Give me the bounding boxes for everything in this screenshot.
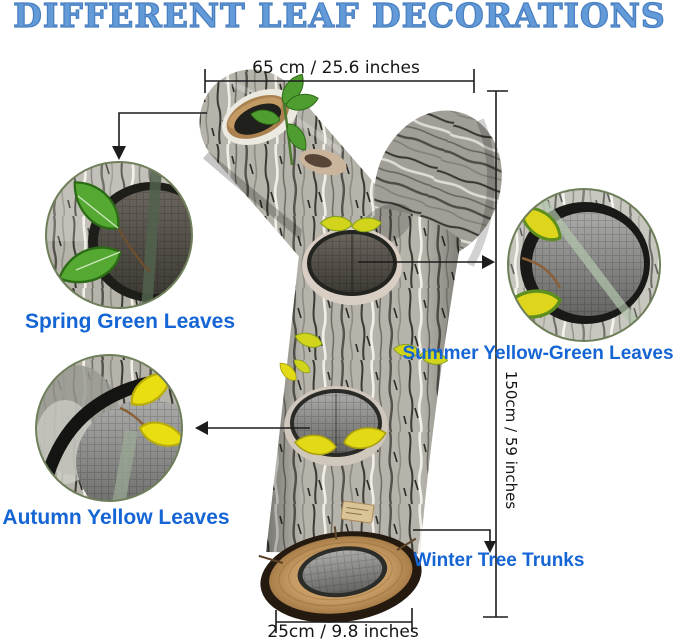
tree-trunk-tunnel xyxy=(199,69,502,623)
trunk-knot xyxy=(299,148,347,176)
trunk-bottom-opening xyxy=(258,526,422,623)
autumn-callout-circle xyxy=(35,354,183,502)
height-dimension-label: 150cm / 59 inches xyxy=(502,370,520,510)
winter-arrow xyxy=(413,529,496,553)
autumn-leaves-label: Autumn Yellow Leaves xyxy=(2,506,230,529)
summer-callout-circle xyxy=(507,188,661,342)
trunk-hole-middle xyxy=(302,227,402,305)
spring-arrow xyxy=(112,112,207,160)
summer-arrow xyxy=(358,255,495,269)
width-dimension-line xyxy=(204,69,475,93)
summer-leaves-label: Summer Yellow-Green Leaves xyxy=(402,343,674,364)
spring-leaves-icon xyxy=(248,69,321,166)
trunk-hole-lower xyxy=(284,386,388,466)
brand-tag xyxy=(340,500,375,524)
width-dimension-label: 65 cm / 25.6 inches xyxy=(252,58,420,78)
spring-callout-circle xyxy=(45,161,193,309)
diameter-dimension-label: 25cm / 9.8 inches xyxy=(267,622,419,642)
spring-leaves-label: Spring Green Leaves xyxy=(24,310,236,333)
spring-circle-leaves-icon xyxy=(52,170,129,292)
autumn-arrow xyxy=(195,421,310,435)
height-dimension-line xyxy=(483,90,508,618)
trunk-shading xyxy=(266,207,461,554)
winter-trunks-label: Winter Tree Trunks xyxy=(413,550,585,571)
page-title: DIFFERENT LEAF DECORATIONS xyxy=(13,0,666,36)
diameter-dimension-line xyxy=(275,608,413,633)
